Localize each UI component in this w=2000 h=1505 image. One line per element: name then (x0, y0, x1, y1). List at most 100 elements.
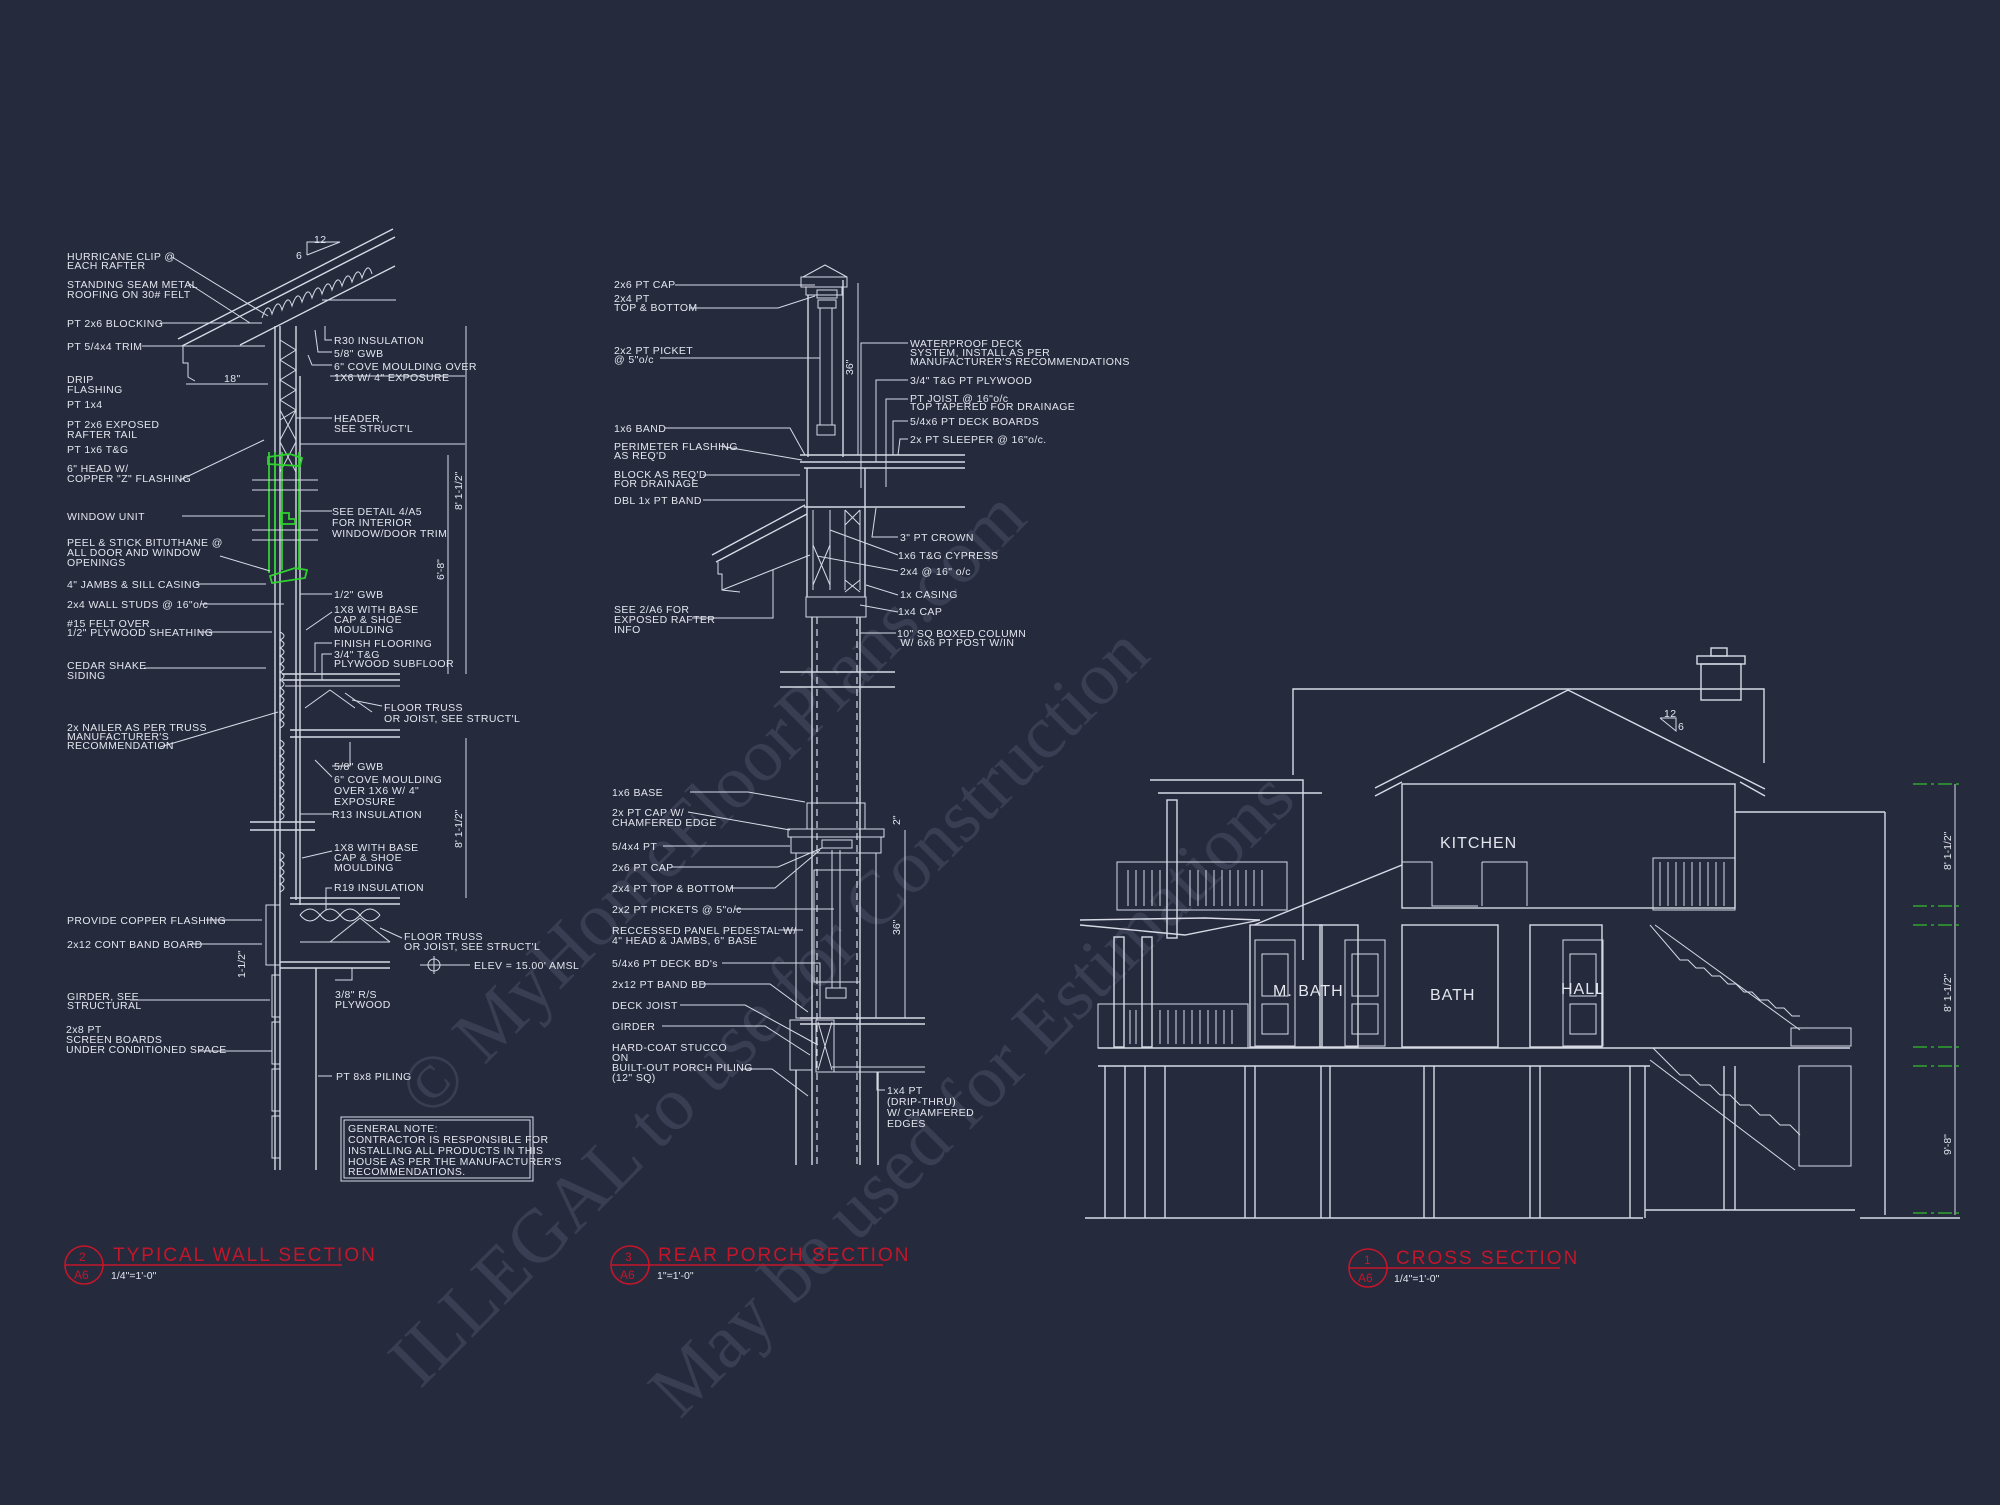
svg-text:5/4x6 PT DECK BOARDS: 5/4x6 PT DECK BOARDS (910, 416, 1039, 428)
window-height-dim: 6'-8" (435, 559, 447, 580)
detail-number: 3 (625, 1250, 632, 1264)
general-note-box: GENERAL NOTE:CONTRACTOR IS RESPONSIBLE F… (340, 1116, 562, 1182)
porch-section-title-block: 3 A6 REAR PORCH SECTION 1"=1'-0" (610, 1245, 910, 1285)
svg-text:PT 1x6 T&G: PT 1x6 T&G (67, 444, 128, 456)
svg-text:2x2 PT PICKETS @ 5"o/c: 2x2 PT PICKETS @ 5"o/c (612, 904, 742, 916)
svg-text:RECCESSED PANEL PEDESTAL W/4": RECCESSED PANEL PEDESTAL W/4" HEAD & JAM… (612, 925, 797, 947)
svg-text:2x4 PT TOP & BOTTOM: 2x4 PT TOP & BOTTOM (612, 883, 734, 895)
room-label-bath: BATH (1430, 987, 1475, 1004)
sheet-number: A6 (620, 1268, 635, 1282)
svg-text:2x4 WALL STUDS @ 16"o/c: 2x4 WALL STUDS @ 16"o/c (67, 599, 208, 611)
svg-text:2x6 PT CAP: 2x6 PT CAP (614, 279, 676, 291)
room-label-master-bath: M. BATH (1273, 983, 1344, 1000)
svg-text:GIRDER: GIRDER (612, 1021, 655, 1033)
door-hall (1562, 939, 1604, 1047)
svg-text:DECK JOIST: DECK JOIST (612, 1000, 678, 1012)
svg-text:FINISH FLOORING: FINISH FLOORING (334, 638, 432, 650)
sheet-number: A6 (74, 1268, 89, 1282)
main-level-dim: 8' 1-1/2" (1942, 973, 1954, 1012)
roof-pitch-run: 12 (314, 234, 326, 246)
detail-scale: 1/4"=1'-0" (1394, 1273, 1440, 1285)
lower-wall-height-dim: 8' 1-1/2" (453, 809, 465, 848)
svg-text:DBL 1x PT BAND: DBL 1x PT BAND (614, 495, 702, 507)
band-dim: 1-1/2" (236, 950, 248, 978)
svg-text:5/8" GWB: 5/8" GWB (334, 761, 384, 773)
detail-scale: 1/4"=1'-0" (111, 1270, 157, 1282)
detail-title: TYPICAL WALL SECTION (113, 1245, 377, 1266)
svg-text:PROVIDE COPPER FLASHING: PROVIDE COPPER FLASHING (67, 915, 226, 927)
room-label-hall: HALL (1561, 981, 1605, 998)
svg-text:PT 1x4: PT 1x4 (67, 399, 102, 411)
svg-text:1x CASING: 1x CASING (900, 589, 958, 601)
svg-text:3/4" T&G PT PLYWOOD: 3/4" T&G PT PLYWOOD (910, 375, 1032, 387)
svg-text:R13 INSULATION: R13 INSULATION (332, 809, 422, 821)
svg-text:3" PT CROWN: 3" PT CROWN (900, 532, 974, 544)
ground-level-dim: 9'-8" (1942, 1134, 1954, 1155)
cross-section-title-block: 1 A6 CROSS SECTION 1/4"=1'-0" (1348, 1248, 1579, 1288)
svg-text:1x6 BASE: 1x6 BASE (612, 787, 663, 799)
overhang-dimension: 18" (224, 373, 241, 385)
detail-number: 1 (1364, 1253, 1371, 1267)
svg-text:5/4x6 PT DECK BD's: 5/4x6 PT DECK BD's (612, 958, 718, 970)
wall-section-title-block: 2 A6 TYPICAL WALL SECTION 1/4"=1'-0" (64, 1245, 377, 1285)
svg-text:5/4x4 PT: 5/4x4 PT (612, 841, 657, 853)
roof-pitch-run: 12 (1664, 708, 1676, 720)
upper-rail-height-dim: 36" (844, 359, 856, 375)
elevation-label: ELEV = 15.00' AMSL (474, 960, 579, 972)
svg-text:PT 2x6 BLOCKING: PT 2x6 BLOCKING (67, 318, 163, 330)
svg-text:1/2" GWB: 1/2" GWB (334, 589, 384, 601)
svg-text:PT 8x8 PILING: PT 8x8 PILING (336, 1071, 412, 1083)
svg-text:10" SQ BOXED COLUMN W/ 6x6 PT: 10" SQ BOXED COLUMN W/ 6x6 PT POST W/IN (897, 628, 1026, 649)
svg-text:WINDOW UNIT: WINDOW UNIT (67, 511, 145, 523)
detail-scale: 1"=1'-0" (657, 1270, 694, 1282)
upper-level-dim: 8' 1-1/2" (1942, 831, 1954, 870)
cross-section-drawing: 12 6 (1079, 647, 1962, 1219)
svg-text:2x12 CONT BAND BOARD: 2x12 CONT BAND BOARD (67, 939, 203, 951)
svg-text:1x6 T&G CYPRESS: 1x6 T&G CYPRESS (898, 550, 998, 562)
door-mbath-2 (1344, 939, 1386, 1047)
svg-text:5/8" GWB: 5/8" GWB (334, 348, 384, 360)
door-mbath-1 (1254, 939, 1296, 1047)
roof-pitch-rise: 6 (1678, 721, 1684, 733)
svg-text:R30 INSULATION: R30 INSULATION (334, 335, 424, 347)
svg-text:2x12 PT BAND BD: 2x12 PT BAND BD (612, 979, 707, 991)
svg-text:PT 5/4x4 TRIM: PT 5/4x4 TRIM (67, 341, 142, 353)
detail-number: 2 (79, 1250, 86, 1264)
svg-text:6" HEAD W/COPPER "Z" FLASHING: 6" HEAD W/COPPER "Z" FLASHING (67, 463, 191, 485)
room-label-kitchen: KITCHEN (1440, 835, 1517, 852)
svg-text:2x PT CAP W/CHAMFERED EDGE: 2x PT CAP W/CHAMFERED EDGE (612, 807, 717, 829)
typical-wall-section-drawing: 12 6 18" (66, 228, 579, 1182)
svg-text:2x6 PT CAP: 2x6 PT CAP (612, 862, 674, 874)
svg-text:2x PT SLEEPER @ 16"o/c.: 2x PT SLEEPER @ 16"o/c. (910, 434, 1047, 446)
wall-section-right-labels: R30 INSULATION 5/8" GWB 6" COVE MOULDING… (332, 335, 579, 1083)
detail-title: REAR PORCH SECTION (658, 1245, 910, 1266)
svg-text:1x6 BAND: 1x6 BAND (614, 423, 666, 435)
svg-text:HURRICANE CLIP @EACH RAFTER: HURRICANE CLIP @EACH RAFTER (67, 251, 175, 272)
roof-pitch-rise: 6 (296, 250, 302, 262)
svg-text:4" JAMBS & SILL CASING: 4" JAMBS & SILL CASING (67, 579, 201, 591)
detail-title: CROSS SECTION (1396, 1248, 1579, 1269)
window-unit-highlight (267, 452, 309, 585)
svg-text:GENERAL NOTE:CONTRACTOR IS RES: GENERAL NOTE:CONTRACTOR IS RESPONSIBLE F… (348, 1123, 562, 1178)
svg-text:R19 INSULATION: R19 INSULATION (334, 882, 424, 894)
